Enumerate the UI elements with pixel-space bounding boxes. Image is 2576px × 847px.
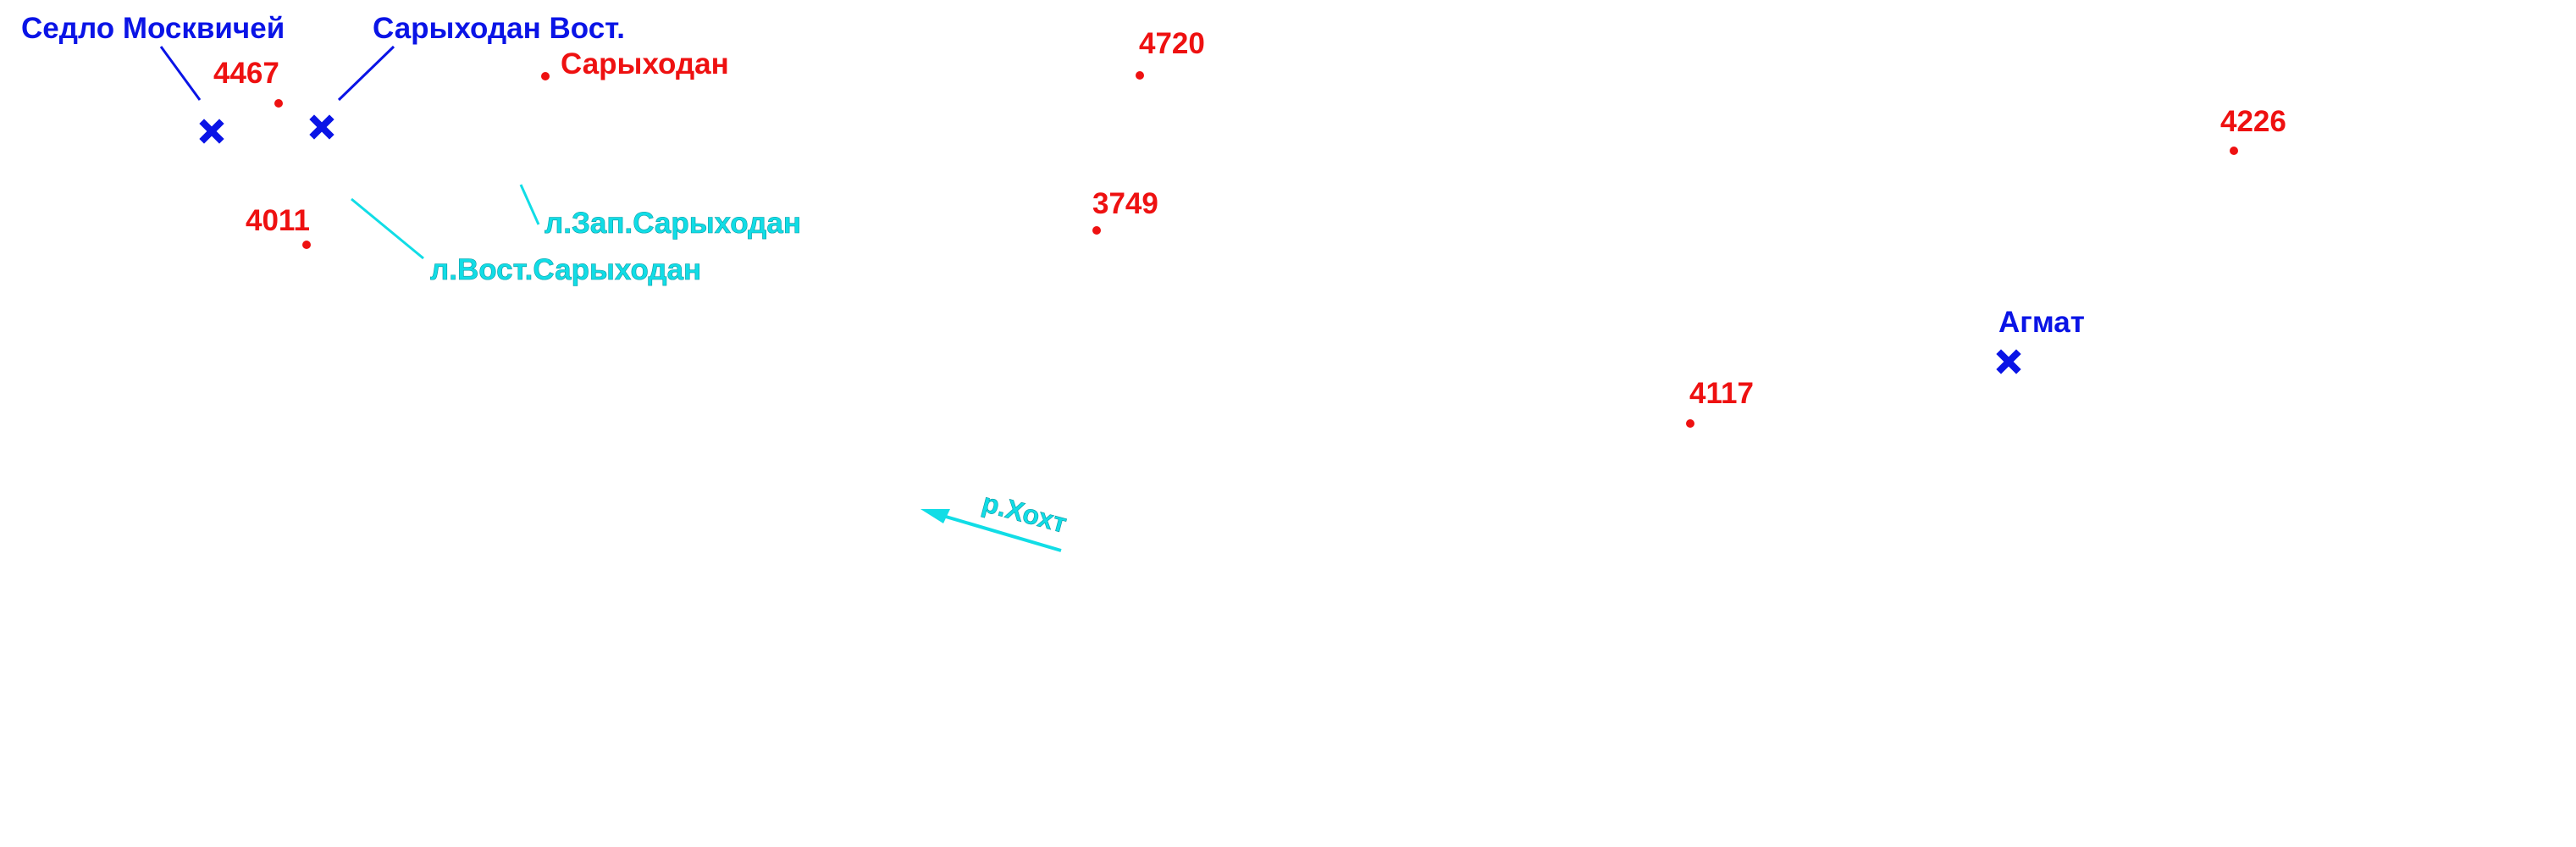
peak-label: 4117 <box>1689 377 1754 410</box>
peak-saryhodan[interactable]: Сарыходан <box>541 47 729 80</box>
cross-icon <box>1996 349 2021 374</box>
peak-label: Сарыходан <box>561 47 729 80</box>
pass-leader-line <box>159 46 202 101</box>
dot-icon <box>1092 226 1101 235</box>
river-flow-line <box>931 511 1062 552</box>
glacier-leader-line <box>351 197 424 260</box>
peak-label: 4720 <box>1139 27 1205 60</box>
dot-icon <box>274 99 283 108</box>
glacier-label: л.Зап.Сарыходан <box>544 207 801 240</box>
pass-agmat[interactable]: Агмат <box>1996 306 2085 374</box>
dot-icon <box>1686 419 1694 428</box>
peak-label: 3749 <box>1092 187 1158 220</box>
pass-label: Седло Москвичей <box>21 12 285 45</box>
dot-icon <box>302 241 311 249</box>
pass-label: Агмат <box>1998 306 2085 339</box>
glacier-leader-line <box>519 184 540 225</box>
dot-icon <box>1136 71 1144 80</box>
peak-label: 4226 <box>2220 105 2286 138</box>
dot-icon <box>2230 147 2238 155</box>
river-hoht[interactable]: р.Хохт <box>920 487 1070 552</box>
pass-leader-line <box>337 45 395 102</box>
cross-icon <box>199 119 224 144</box>
arrow-icon <box>920 509 950 523</box>
peak-label: 4011 <box>246 204 310 237</box>
pass-sedlo-moskvichey[interactable]: Седло Москвичей <box>21 12 285 144</box>
peak-4117[interactable]: 4117 <box>1686 377 1754 428</box>
glacier-vost-saryhodan[interactable]: л.Вост.Сарыходан <box>351 197 701 286</box>
glacier-label: л.Вост.Сарыходан <box>430 253 701 286</box>
pass-saryhodan-vost[interactable]: Сарыходан Вост. <box>309 12 625 140</box>
peak-4011[interactable]: 4011 <box>246 204 311 249</box>
dot-icon <box>541 72 550 80</box>
cross-icon <box>309 114 334 140</box>
pass-label: Сарыходан Вост. <box>373 12 625 45</box>
peak-4720[interactable]: 4720 <box>1136 27 1205 80</box>
peak-4467[interactable]: 4467 <box>213 57 283 108</box>
peak-label: 4467 <box>213 57 279 90</box>
glacier-zap-saryhodan[interactable]: л.Зап.Сарыходан <box>519 184 801 240</box>
peak-4226[interactable]: 4226 <box>2220 105 2286 155</box>
peak-3749[interactable]: 3749 <box>1092 187 1158 235</box>
